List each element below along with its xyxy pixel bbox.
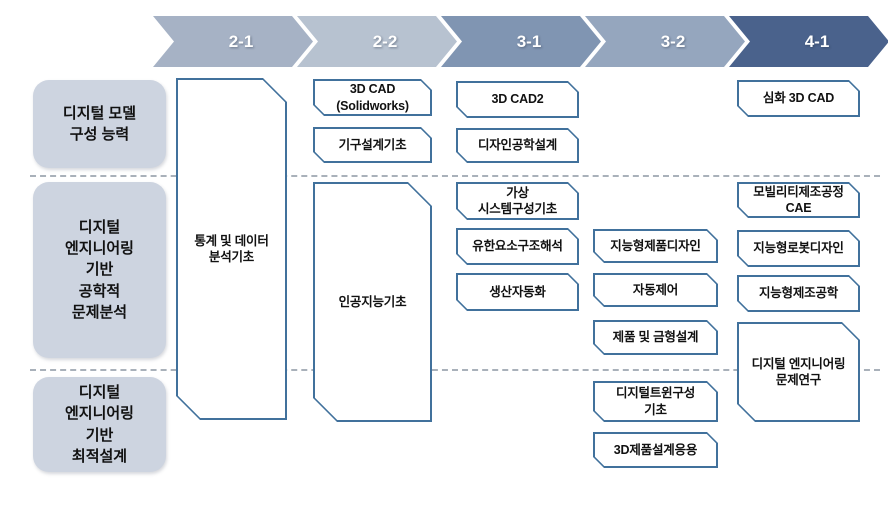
semester-label: 4-1 [804, 31, 830, 51]
course-label: 기구설계기초 [338, 137, 407, 152]
semester-chevron-3-2: 3-2 [585, 16, 745, 67]
course-box-stats-data-analysis: 통계 및 데이터 분석기초 [176, 78, 287, 420]
row-divider-1 [30, 175, 880, 177]
course-label: 가상 시스템구성기초 [477, 185, 558, 216]
course-box-automatic-control: 자동제어 [593, 273, 718, 307]
course-label: 지능형제조공학 [758, 286, 839, 301]
competency-digital-model: 디지털 모델 구성 능력 [33, 80, 166, 168]
course-box-mechanism-design-basics: 기구설계기초 [313, 127, 432, 163]
course-label: 유한요소구조해석 [472, 239, 563, 254]
semester-label: 3-2 [660, 31, 686, 51]
course-box-digital-engineering-research: 디지털 엔지니어링 문제연구 [737, 322, 860, 422]
semester-label: 3-1 [516, 31, 542, 51]
course-box-digital-twin-basics: 디지털트윈구성 기초 [593, 381, 718, 422]
course-label: 인공지능기초 [338, 294, 407, 309]
competency-label: 디지털 엔지니어링 기반 최적설계 [64, 383, 134, 465]
course-label: 디지털트윈구성 기초 [615, 386, 696, 417]
course-label: 3D CAD (Solidworks) [336, 82, 409, 113]
course-label: 제품 및 금형설계 [612, 330, 699, 345]
course-box-3d-cad2: 3D CAD2 [456, 81, 579, 118]
course-label: 디지털 엔지니어링 문제연구 [751, 356, 846, 387]
course-label: 3D CAD2 [491, 92, 544, 107]
course-box-design-engineering: 디자인공학설계 [456, 128, 579, 163]
course-box-virtual-system-basics: 가상 시스템구성기초 [456, 182, 579, 220]
semester-chevron-4-1: 4-1 [729, 16, 888, 67]
course-label: 심화 3D CAD [762, 91, 835, 106]
course-label: 통계 및 데이터 분석기초 [194, 233, 269, 264]
course-box-advanced-3d-cad: 심화 3D CAD [737, 80, 860, 117]
semester-chevron-2-1: 2-1 [153, 16, 313, 67]
semester-label: 2-2 [372, 31, 398, 51]
course-box-ai-basics: 인공지능기초 [313, 182, 432, 422]
course-label: 생산자동화 [489, 284, 546, 299]
competency-optimal-design: 디지털 엔지니어링 기반 최적설계 [33, 377, 166, 472]
course-box-mobility-manufacturing-cae: 모빌리티제조공정 CAE [737, 182, 860, 218]
course-box-intelligent-product-design: 지능형제품디자인 [593, 229, 718, 263]
course-box-3d-product-design-app: 3D제품설계응용 [593, 432, 718, 468]
semester-chevron-3-1: 3-1 [441, 16, 601, 67]
competency-label: 디지털 모델 구성 능력 [62, 104, 137, 143]
course-box-product-mold-design: 제품 및 금형설계 [593, 320, 718, 355]
course-label: 3D제품설계응용 [613, 442, 698, 457]
course-label: 모빌리티제조공정 CAE [753, 184, 844, 215]
course-label: 지능형제품디자인 [610, 238, 701, 253]
semester-chevron-2-2: 2-2 [297, 16, 457, 67]
course-box-3d-cad-solidworks: 3D CAD (Solidworks) [313, 79, 432, 116]
course-box-production-automation: 생산자동화 [456, 273, 579, 311]
course-box-intelligent-robot-design: 지능형로봇디자인 [737, 230, 860, 267]
row-divider-2 [30, 369, 880, 371]
course-label: 디자인공학설계 [477, 138, 558, 153]
course-label: 지능형로봇디자인 [753, 241, 844, 256]
competency-engineering-analysis: 디지털 엔지니어링 기반 공학적 문제분석 [33, 182, 166, 358]
course-box-intelligent-manufacturing: 지능형제조공학 [737, 275, 860, 312]
course-box-fem-structural-analysis: 유한요소구조해석 [456, 228, 579, 265]
semester-label: 2-1 [228, 31, 254, 51]
competency-label: 디지털 엔지니어링 기반 공학적 문제분석 [64, 218, 134, 321]
course-label: 자동제어 [632, 282, 679, 297]
